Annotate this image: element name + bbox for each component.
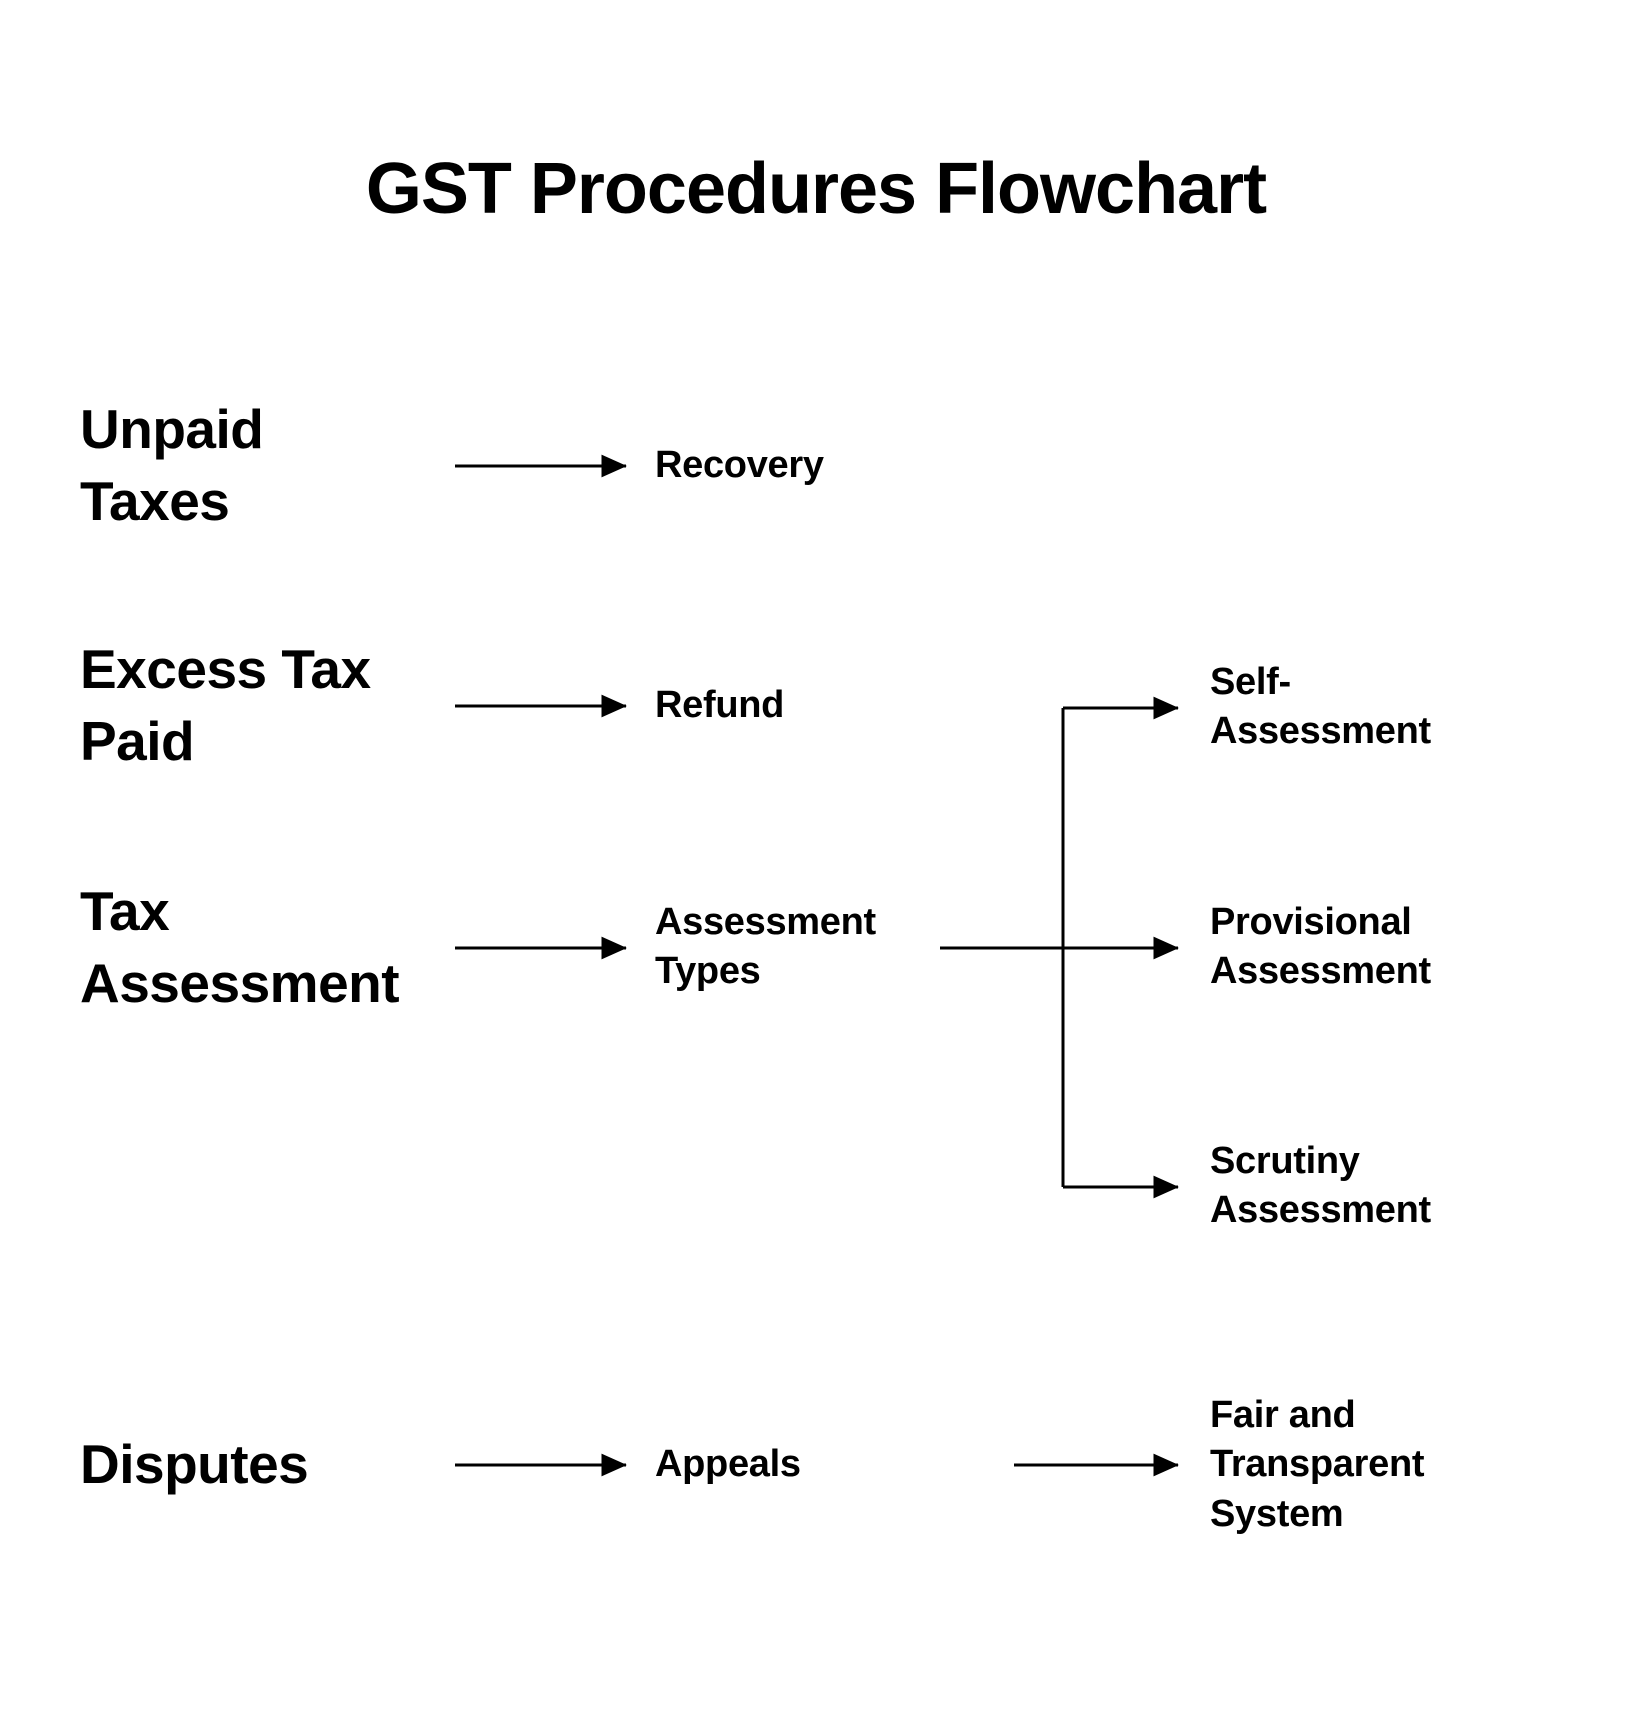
node-disputes: Disputes bbox=[80, 1433, 309, 1495]
node-self-assessment: Self-Assessment bbox=[1210, 661, 1431, 753]
node-excess-tax-paid: Excess Tax Paid bbox=[80, 638, 371, 772]
node-fair-transparent-system: Fair and Transparent System bbox=[1210, 1394, 1425, 1535]
node-scrutiny-assessment: Scrutiny Assessment bbox=[1210, 1140, 1431, 1232]
node-refund: Refund bbox=[655, 684, 785, 726]
node-provisional-assessment: Provisional Assessment bbox=[1210, 901, 1431, 993]
chart-title: GST Procedures Flowchart bbox=[365, 149, 1267, 229]
node-recovery: Recovery bbox=[655, 444, 824, 486]
node-appeals: Appeals bbox=[655, 1443, 801, 1485]
node-assessment-types: Assessment Types bbox=[655, 901, 876, 993]
node-unpaid-taxes: Unpaid Taxes bbox=[80, 398, 264, 532]
node-tax-assessment: Tax Assessment bbox=[80, 880, 400, 1014]
